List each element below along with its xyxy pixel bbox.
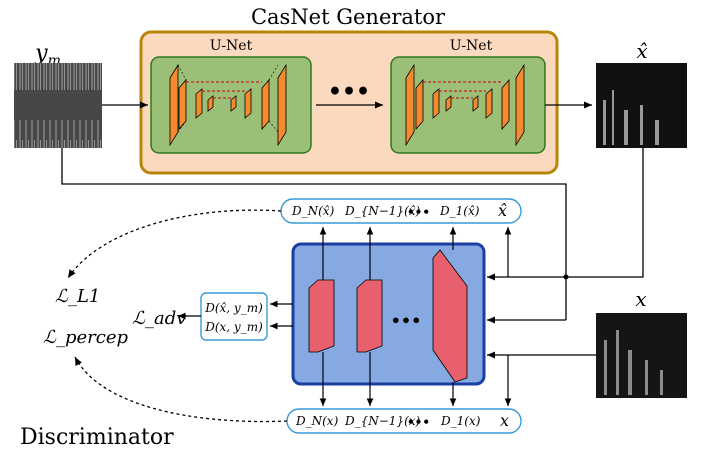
unet-block — [515, 63, 525, 147]
top-feature-3: D_1(x̂) — [439, 204, 480, 218]
unet-right: U-Net — [390, 38, 546, 154]
bottom-feature-end: x — [500, 411, 509, 430]
generator-ellipsis: ••• — [328, 79, 370, 105]
generator-title: CasNet Generator — [251, 5, 446, 29]
unet-block — [415, 78, 424, 131]
unet-block — [445, 95, 452, 112]
unet-right-label: U-Net — [450, 38, 493, 54]
unet-left-label: U-Net — [210, 38, 253, 54]
top-feature-0: D_N(x̂) — [291, 204, 335, 218]
unet-left: U-Net — [150, 38, 312, 154]
loss-adv: ℒ_adv — [132, 308, 186, 329]
unet-block — [178, 78, 187, 131]
bottom-feature-3: D_1(x) — [440, 414, 481, 428]
unet-block — [230, 95, 237, 112]
line-noisy-to-discriminator — [61, 148, 567, 280]
top-features: D_N(x̂) D_{N−1}(x̂) ••• D_1(x̂) x̂ — [291, 201, 507, 220]
dashed-arrow-bottom-to-loss — [74, 356, 288, 423]
top-feature-1: D_{N−1}(x̂) — [344, 204, 421, 218]
unet-block — [169, 63, 179, 147]
discriminator-title: Discriminator — [20, 425, 174, 449]
unet-block — [432, 88, 440, 119]
unet-block — [244, 88, 252, 119]
unet-block — [405, 63, 415, 147]
disc-ellipsis: ••• — [391, 311, 422, 330]
unet-block — [195, 88, 203, 119]
unet-block — [261, 78, 270, 131]
loss-percep: ℒ_percep — [43, 327, 128, 348]
disc-block-2 — [356, 279, 383, 353]
bottom-features: D_N(x) D_{N−1}(x) ••• D_1(x) x — [295, 411, 509, 430]
unet-block — [207, 95, 214, 112]
disc-block-3 — [432, 249, 468, 383]
disc-block-1 — [308, 279, 335, 353]
unet-block — [472, 95, 479, 112]
clean-target-label: x — [635, 287, 646, 311]
top-feature-2: ••• — [407, 205, 430, 219]
unet-block — [485, 88, 493, 119]
disc-output-line1: D(x̂, y_m) — [204, 301, 263, 315]
top-feature-end: x̂ — [498, 201, 507, 220]
noisy-spectrogram-image — [14, 63, 102, 148]
dashed-arrow-top-to-loss — [67, 209, 282, 279]
line-estimate-to-discriminator — [487, 148, 644, 281]
disc-output-line2: D(x, y_m) — [204, 320, 263, 334]
bottom-feature-0: D_N(x) — [295, 414, 339, 428]
bottom-feature-1: D_{N−1}(x) — [344, 414, 421, 428]
bottom-feature-2: ••• — [407, 415, 430, 429]
output-estimate-label: x̂ — [636, 39, 647, 63]
loss-l1: ℒ_L1 — [55, 286, 100, 307]
unet-block — [501, 78, 510, 131]
unet-block — [277, 63, 287, 147]
clean-spectrogram-image — [596, 313, 687, 398]
